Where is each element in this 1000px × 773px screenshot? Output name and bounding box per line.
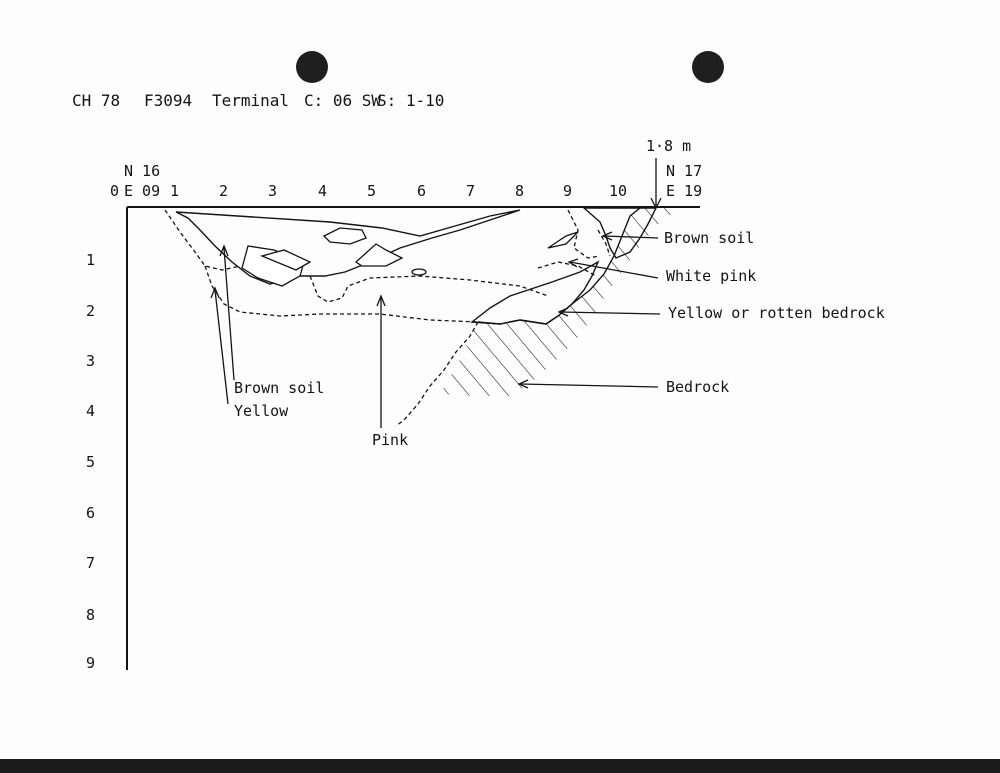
lens-white-pink <box>547 231 579 249</box>
punch-hole-left <box>296 51 328 83</box>
arrow-brown-soil-left <box>223 247 235 381</box>
datum-label: 1·8 m <box>646 137 691 155</box>
arrowhead-brown-soil-left <box>219 244 229 257</box>
arrowhead-yellow-left <box>210 286 220 299</box>
left-ref-e: E 09 <box>124 182 160 200</box>
label-yellow-rotten-bedrock: Yellow or rotten bedrock <box>668 304 885 322</box>
y-tick-1: 1 <box>86 251 95 269</box>
y-tick-7: 7 <box>86 554 95 572</box>
x-tick-9: 9 <box>563 182 572 200</box>
y-tick-6: 6 <box>86 504 95 522</box>
yellow-boundary-upper <box>164 209 241 271</box>
header-sections: S: 1-10 <box>377 91 444 110</box>
x-tick-8: 8 <box>515 182 524 200</box>
left-ref-n: N 16 <box>124 162 160 180</box>
stone-3 <box>322 227 367 245</box>
label-bedrock: Bedrock <box>666 378 729 396</box>
arrow-yellow-rotten-bedrock <box>559 311 661 315</box>
stone-4 <box>354 243 404 267</box>
y-tick-2: 2 <box>86 302 95 320</box>
brown-soil-layer-left <box>175 209 521 285</box>
label-pink: Pink <box>372 431 408 449</box>
white-pink-boundary-upper <box>567 209 601 259</box>
y-axis-ticks: 1 2 3 4 5 6 7 8 9 <box>86 251 95 672</box>
white-pink-boundary <box>537 261 597 277</box>
stone-2 <box>259 249 312 271</box>
header-site: CH 78 <box>72 91 120 110</box>
label-white-pink: White pink <box>666 267 756 285</box>
arrow-bedrock <box>519 383 659 388</box>
arrowhead-brown-soil-right <box>601 231 613 241</box>
bedrock-layer <box>440 208 680 396</box>
punch-hole-right <box>692 51 724 83</box>
arrow-brown-soil-right <box>603 235 659 239</box>
header-feature: F3094 <box>144 91 192 110</box>
stone-5 <box>411 268 427 276</box>
yellow-boundary-lower <box>204 265 479 323</box>
pink-boundary-lower <box>395 321 479 427</box>
y-tick-5: 5 <box>86 453 95 471</box>
origin-label: 0 <box>110 182 119 200</box>
x-tick-7: 7 <box>466 182 475 200</box>
x-tick-2: 2 <box>219 182 228 200</box>
y-tick-8: 8 <box>86 606 95 624</box>
arrowhead-yellow-rotten-bedrock <box>557 307 569 317</box>
header-coordinate: C: 06 SW <box>304 91 381 110</box>
arrowhead-pink <box>376 294 386 307</box>
x-axis-ticks: 1 2 3 4 5 6 7 8 9 10 <box>170 182 627 200</box>
bedrock-surface-line <box>477 207 641 325</box>
label-brown-soil-right: Brown soil <box>664 229 754 247</box>
right-soil-boundary <box>597 229 611 257</box>
pink-boundary-upper <box>309 275 549 303</box>
y-tick-4: 4 <box>86 402 95 420</box>
y-tick-9: 9 <box>86 654 95 672</box>
arrowhead-bedrock <box>517 379 529 389</box>
x-tick-6: 6 <box>417 182 426 200</box>
x-tick-3: 3 <box>268 182 277 200</box>
right-ref-e: E 19 <box>666 182 702 200</box>
arrow-yellow-left <box>214 289 229 405</box>
x-tick-1: 1 <box>170 182 179 200</box>
arrow-white-pink <box>569 261 659 279</box>
right-ref-n: N 17 <box>666 162 702 180</box>
scan-bottom-band <box>0 759 1000 773</box>
label-yellow-left: Yellow <box>234 402 289 420</box>
x-tick-4: 4 <box>318 182 327 200</box>
label-brown-soil-left: Brown soil <box>234 379 324 397</box>
y-tick-3: 3 <box>86 352 95 370</box>
x-tick-10: 10 <box>609 182 627 200</box>
arrowhead-white-pink <box>567 258 579 268</box>
header-type: Terminal <box>212 91 289 110</box>
x-tick-5: 5 <box>367 182 376 200</box>
